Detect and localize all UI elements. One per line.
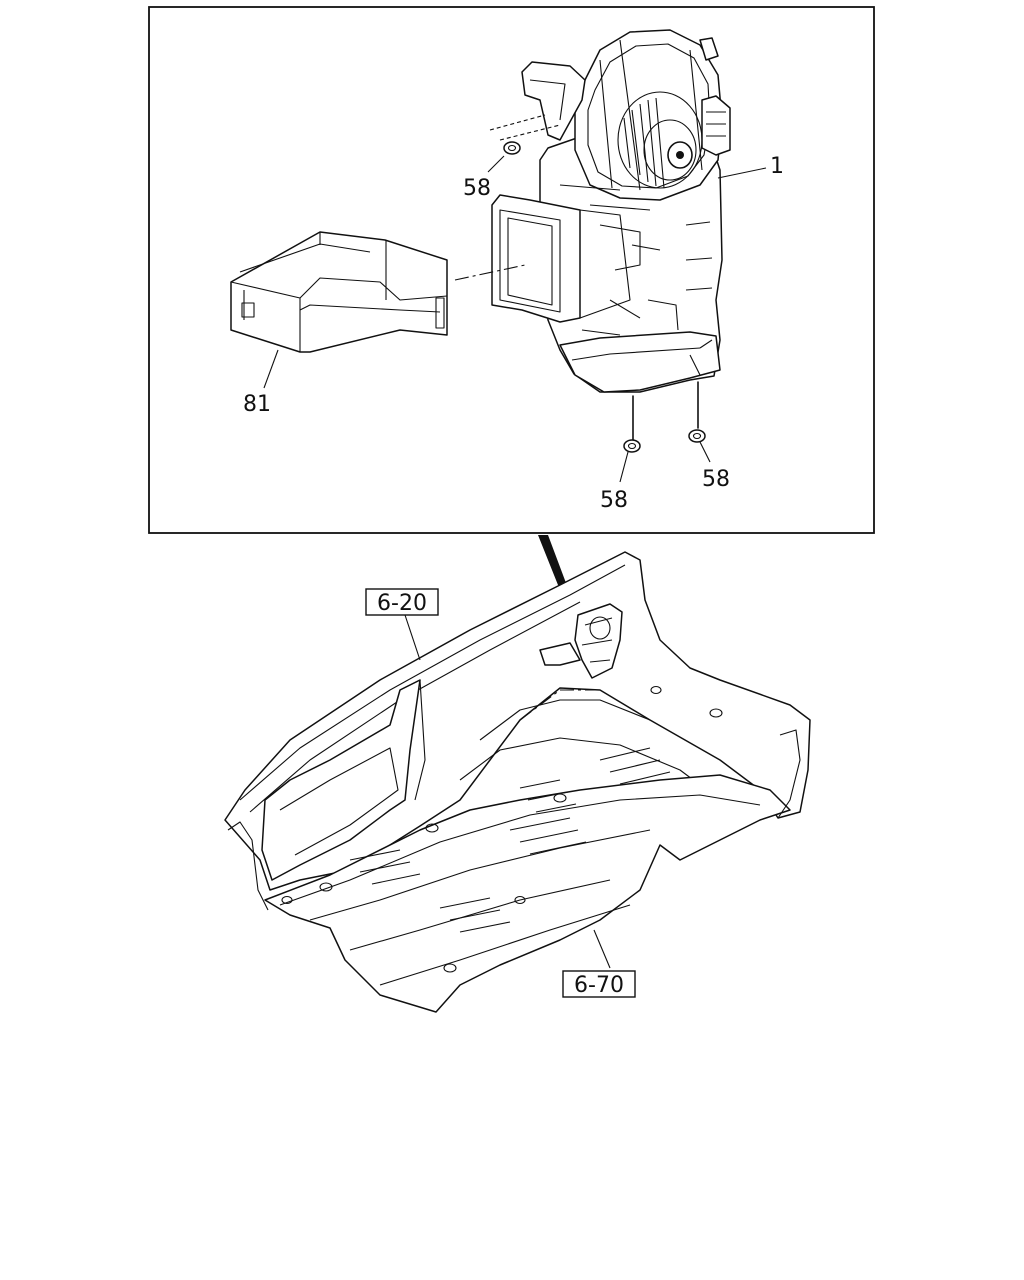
ref-box-6-70[interactable]: 6-70 xyxy=(562,970,636,998)
nut-58-bottom-right-icon xyxy=(688,381,706,443)
callout-part-81: 81 xyxy=(243,392,271,417)
detail-frame xyxy=(148,6,875,534)
vehicle-body-drawing xyxy=(224,535,811,1013)
ref-label-6-70: 6-70 xyxy=(574,973,624,998)
callout-part-58-bottom-right: 58 xyxy=(702,467,730,492)
nut-58-top-icon xyxy=(503,141,521,155)
duct-81-drawing xyxy=(230,231,448,353)
ref-box-6-20[interactable]: 6-20 xyxy=(365,588,439,616)
ref-6-70-leader xyxy=(593,929,611,969)
ref-label-6-20: 6-20 xyxy=(377,591,427,616)
nut-58-bottom-left-icon xyxy=(623,395,641,453)
blower-unit-drawing xyxy=(454,29,731,393)
callout-part-1: 1 xyxy=(770,154,784,179)
ref-6-20-leader xyxy=(404,614,421,661)
leader-lines xyxy=(263,155,767,483)
callout-part-58-top: 58 xyxy=(463,176,491,201)
callout-part-58-bottom-left: 58 xyxy=(600,488,628,513)
